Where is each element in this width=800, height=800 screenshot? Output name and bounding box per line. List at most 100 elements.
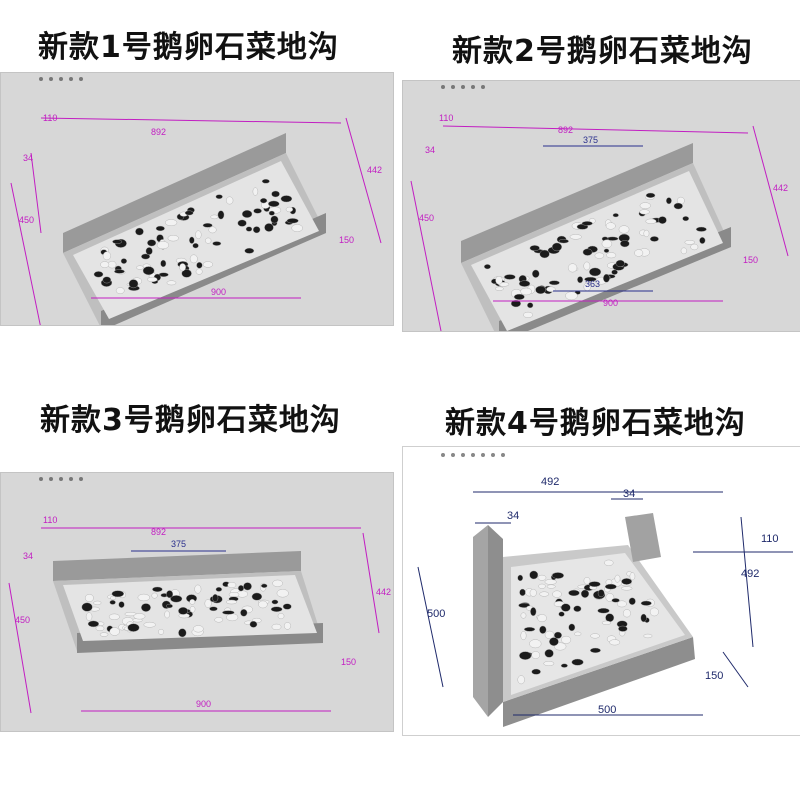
- stone-light: [271, 623, 282, 630]
- stone-light: [204, 599, 212, 608]
- stone-light: [143, 621, 156, 628]
- product-1-title: 新款1号鹅卵石菜地沟: [38, 30, 339, 65]
- stone-light: [133, 613, 146, 620]
- dim-150: 150: [705, 670, 723, 682]
- stone-dark: [535, 285, 546, 295]
- dimension-lines: [417, 491, 793, 716]
- stone-dark: [605, 613, 615, 623]
- stone-light: [226, 599, 238, 605]
- stone-dark: [184, 210, 194, 216]
- stone-dark: [649, 236, 659, 242]
- stone-light: [109, 627, 120, 636]
- stone-dark: [530, 607, 537, 616]
- stone-dark: [612, 213, 619, 218]
- dim-150: 150: [743, 255, 758, 265]
- stone-pattern: [93, 179, 303, 294]
- dim-110: 110: [761, 533, 779, 545]
- dim-110: 110: [43, 515, 57, 525]
- stone-dark: [128, 279, 139, 289]
- stone-dark: [666, 197, 672, 205]
- stone-dark: [245, 226, 253, 232]
- stone-dark: [215, 194, 223, 199]
- stone-dark: [271, 599, 279, 605]
- stone-light: [495, 276, 503, 285]
- stone-dark: [603, 248, 610, 253]
- stone-light: [228, 592, 240, 598]
- stone-dark: [93, 271, 104, 278]
- stone-light: [258, 600, 268, 609]
- dim-450: 450: [15, 615, 30, 625]
- stone-dark: [611, 598, 620, 603]
- stone-dark: [261, 179, 270, 184]
- stone-dark: [529, 570, 539, 580]
- stone-dark: [212, 241, 222, 246]
- dimension-lines: [8, 527, 380, 714]
- stone-light: [225, 196, 234, 205]
- stone-light: [227, 582, 237, 588]
- stone-dark: [581, 221, 593, 226]
- stone-light: [531, 651, 540, 659]
- stone-dark: [640, 613, 647, 623]
- stone-dark: [621, 578, 632, 585]
- dim-892: 892: [151, 527, 166, 537]
- stone-dark: [170, 595, 183, 603]
- stone-light: [544, 630, 555, 639]
- stone-dark: [682, 216, 690, 222]
- stone-dark: [551, 572, 564, 579]
- stone-dark: [597, 608, 610, 614]
- stone-dark: [135, 227, 144, 236]
- stone-dark: [597, 589, 605, 598]
- stone-light: [543, 661, 555, 666]
- stone-light: [569, 234, 582, 240]
- stone-dark: [147, 239, 157, 247]
- stone-light: [277, 613, 285, 620]
- stone-light: [93, 600, 102, 605]
- stone-light: [604, 559, 614, 566]
- stone-light: [539, 591, 550, 597]
- stone-light: [276, 589, 289, 598]
- stone-light: [85, 612, 93, 621]
- stone-dark: [243, 582, 252, 591]
- stone-light: [520, 631, 527, 641]
- stone-dark: [568, 589, 580, 597]
- stone-dark: [519, 651, 532, 660]
- drain-channel: [63, 133, 326, 325]
- stone-light: [601, 620, 611, 625]
- stone-dark: [539, 625, 547, 634]
- stone-light: [194, 584, 202, 594]
- stone-light: [605, 222, 616, 230]
- stone-light: [179, 263, 186, 272]
- stone-dark: [484, 264, 491, 270]
- stone-light: [537, 614, 547, 623]
- stone-pattern: [81, 579, 292, 638]
- stone-dark: [580, 589, 590, 598]
- toolbar-icons: [441, 453, 505, 457]
- stone-light: [621, 586, 633, 591]
- dim-34-top: 34: [623, 488, 635, 500]
- stone-light: [208, 226, 217, 234]
- stone-light: [195, 268, 203, 275]
- stone-light: [110, 595, 117, 601]
- dim-450: 450: [19, 215, 34, 225]
- stone-dark: [141, 603, 151, 612]
- stone-light: [136, 265, 144, 270]
- stone-light: [537, 574, 547, 581]
- dimension-lines: [10, 117, 382, 325]
- stone-pattern: [484, 192, 707, 318]
- stone-light: [643, 229, 650, 238]
- stone-light: [189, 599, 196, 605]
- product-4-render: 492 34 34 110 492 500 150 500: [402, 446, 800, 736]
- stone-dark: [196, 262, 203, 269]
- stone-dark: [603, 273, 610, 283]
- stone-light: [680, 247, 687, 255]
- stone-dark: [620, 240, 630, 248]
- stone-dark: [240, 609, 248, 617]
- stone-dark: [645, 192, 656, 198]
- product-3-title: 新款3号鹅卵石菜地沟: [40, 403, 341, 438]
- stone-dark: [178, 607, 189, 615]
- stone-dark: [280, 195, 293, 203]
- stone-dark: [209, 606, 218, 612]
- stone-dark: [558, 239, 569, 244]
- stone-light: [567, 263, 578, 273]
- stone-dark: [165, 603, 173, 609]
